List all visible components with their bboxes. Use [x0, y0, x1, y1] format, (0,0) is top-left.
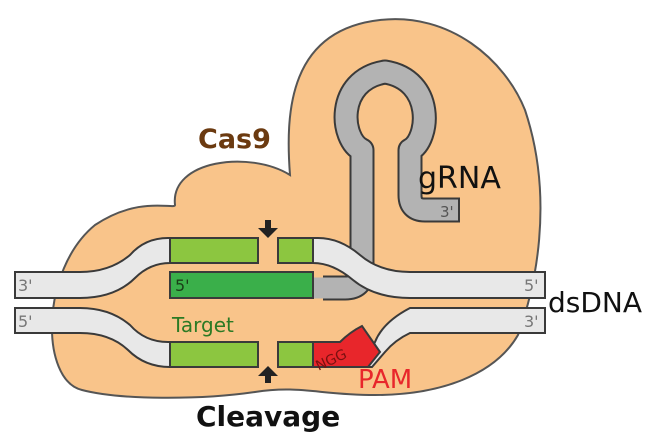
grna-end-label: 3': [440, 203, 454, 221]
cleavage-arrow-bottom: [258, 366, 278, 383]
target-segment-top-left: [169, 237, 259, 264]
top-left-end-label: 3': [18, 276, 33, 295]
cleavage-label: Cleavage: [196, 400, 340, 433]
bottom-strand-right: [358, 307, 546, 368]
grna-spacer: [169, 271, 314, 299]
pam-label: PAM: [358, 365, 412, 395]
bottom-left-end-label: 5': [18, 312, 33, 331]
cas9-label: Cas9: [198, 124, 271, 155]
top-right-end-label: 5': [524, 276, 539, 295]
guide-start-label: 5': [175, 276, 190, 295]
target-segment-bottom-right: [277, 341, 314, 368]
bottom-right-end-label: 3': [524, 312, 539, 331]
dna-bottom-strand: [14, 307, 546, 369]
pam-segment: [312, 324, 382, 368]
dna-top-strand: [14, 237, 546, 299]
target-segment-top-right: [277, 237, 314, 264]
top-strand-right: [312, 237, 546, 299]
cleavage-arrow-top: [258, 220, 278, 238]
dsdna-label: dsDNA: [548, 286, 642, 319]
target-label: Target: [171, 313, 234, 337]
grna-label: gRNA: [418, 161, 501, 196]
target-segment-bottom-left: [169, 341, 259, 368]
